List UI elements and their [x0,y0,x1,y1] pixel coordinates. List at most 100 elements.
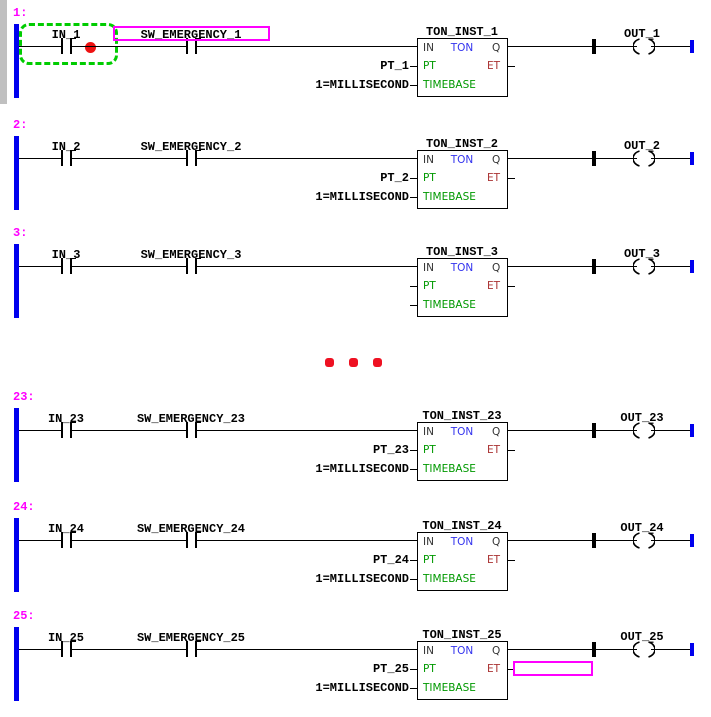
input-contact-label[interactable]: IN_25 [47,631,84,645]
input-contact-label[interactable]: IN_23 [47,412,84,426]
breakpoint-dot-icon[interactable] [85,42,96,53]
junction-tick [592,259,596,274]
output-coil-label[interactable]: OUT_3 [623,247,660,261]
ton-instance-label[interactable]: TON_INST_3 [425,245,498,259]
rung-number[interactable]: 25: [13,609,35,623]
pin-timebase: TIMEBASE [423,573,476,585]
pin-in: IN [423,536,434,548]
wire-segment [72,158,186,159]
pt-stub [410,669,417,670]
et-variable-input-box[interactable] [513,661,593,676]
pin-timebase: TIMEBASE [423,299,476,311]
ton-instance-label[interactable]: TON_INST_25 [422,628,502,642]
timebase-stub [410,579,417,580]
output-coil-icon[interactable] [633,38,655,55]
rung-number[interactable]: 24: [13,500,35,514]
ton-instance-label[interactable]: TON_INST_24 [422,519,502,533]
pt-operand[interactable]: PT_2 [380,171,409,185]
pin-timebase: TIMEBASE [423,463,476,475]
right-power-rail [690,534,694,547]
margin-strip [0,0,7,104]
emergency-contact-label[interactable]: SW_EMERGENCY_24 [136,522,246,536]
emergency-contact-label[interactable]: SW_EMERGENCY_1 [140,28,242,42]
timebase-operand[interactable]: 1=MILLISECOND [315,572,409,586]
output-coil-label[interactable]: OUT_23 [620,411,664,425]
pin-pt: PT [423,444,436,456]
wire-segment [19,430,61,431]
input-contact-label[interactable]: IN_2 [51,140,81,154]
rung-2: 2: IN_2 SW_EMERGENCY_2 TON_INST_2 IN TON… [0,112,711,222]
timebase-operand[interactable]: 1=MILLISECOND [315,190,409,204]
block-type-label: TON [450,262,474,274]
pt-stub [410,178,417,179]
input-contact-label[interactable]: IN_3 [51,248,81,262]
emergency-contact-label[interactable]: SW_EMERGENCY_3 [140,248,242,262]
dot-icon [373,358,382,367]
output-coil-label[interactable]: OUT_24 [620,521,664,535]
pin-et: ET [487,172,501,184]
rung-number[interactable]: 1: [13,6,28,20]
pin-pt: PT [423,554,436,566]
ton-function-block[interactable] [417,422,508,481]
wire-segment [197,266,417,267]
pt-operand[interactable]: PT_1 [380,59,409,73]
pt-operand[interactable]: PT_25 [372,662,409,676]
right-power-rail [690,643,694,656]
pin-pt: PT [423,280,436,292]
timebase-operand[interactable]: 1=MILLISECOND [315,78,409,92]
wire-segment [651,540,690,541]
wire-segment [508,430,637,431]
output-coil-icon[interactable] [633,532,655,549]
pt-stub [410,560,417,561]
rung-number[interactable]: 23: [13,390,35,404]
rung-number[interactable]: 2: [13,118,28,132]
et-stub [508,286,515,287]
output-coil-icon[interactable] [633,258,655,275]
left-power-rail [14,136,19,210]
input-contact-label[interactable]: IN_1 [51,28,81,42]
pt-operand[interactable]: PT_24 [372,553,409,567]
pt-operand[interactable]: PT_23 [372,443,409,457]
junction-tick [592,151,596,166]
wire-segment [72,46,186,47]
block-type-label: TON [450,154,474,166]
emergency-contact-label[interactable]: SW_EMERGENCY_25 [136,631,246,645]
ton-function-block[interactable] [417,258,508,317]
ton-function-block[interactable] [417,641,508,700]
pin-et: ET [487,554,501,566]
rung-23: 23: IN_23 SW_EMERGENCY_23 TON_INST_23 IN… [0,384,711,494]
input-contact-label[interactable]: IN_24 [47,522,84,536]
junction-tick [592,533,596,548]
ton-instance-label[interactable]: TON_INST_1 [425,25,498,39]
emergency-contact-label[interactable]: SW_EMERGENCY_2 [140,140,242,154]
wire-segment [508,649,637,650]
selection-marquee [19,23,118,65]
output-coil-icon[interactable] [633,150,655,167]
wire-segment [72,649,186,650]
output-coil-label[interactable]: OUT_25 [620,630,664,644]
pin-q: Q [492,154,501,166]
emergency-contact-label[interactable]: SW_EMERGENCY_23 [136,412,246,426]
rung-24: 24: IN_24 SW_EMERGENCY_24 TON_INST_24 IN… [0,494,711,604]
junction-tick [592,423,596,438]
output-coil-label[interactable]: OUT_2 [623,139,660,153]
pt-stub [410,450,417,451]
ton-instance-label[interactable]: TON_INST_2 [425,137,498,151]
timebase-operand[interactable]: 1=MILLISECOND [315,462,409,476]
wire-segment [651,649,690,650]
rung-number[interactable]: 3: [13,226,28,240]
output-coil-icon[interactable] [633,422,655,439]
wire-segment [19,46,61,47]
timebase-operand[interactable]: 1=MILLISECOND [315,681,409,695]
ton-instance-label[interactable]: TON_INST_23 [422,409,502,423]
ton-function-block[interactable] [417,532,508,591]
et-stub [508,66,515,67]
dot-icon [349,358,358,367]
ton-function-block[interactable] [417,38,508,97]
output-coil-icon[interactable] [633,641,655,658]
ton-function-block[interactable] [417,150,508,209]
pt-stub [410,286,417,287]
output-coil-label[interactable]: OUT_1 [623,27,660,41]
pin-q: Q [492,645,501,657]
timebase-stub [410,197,417,198]
